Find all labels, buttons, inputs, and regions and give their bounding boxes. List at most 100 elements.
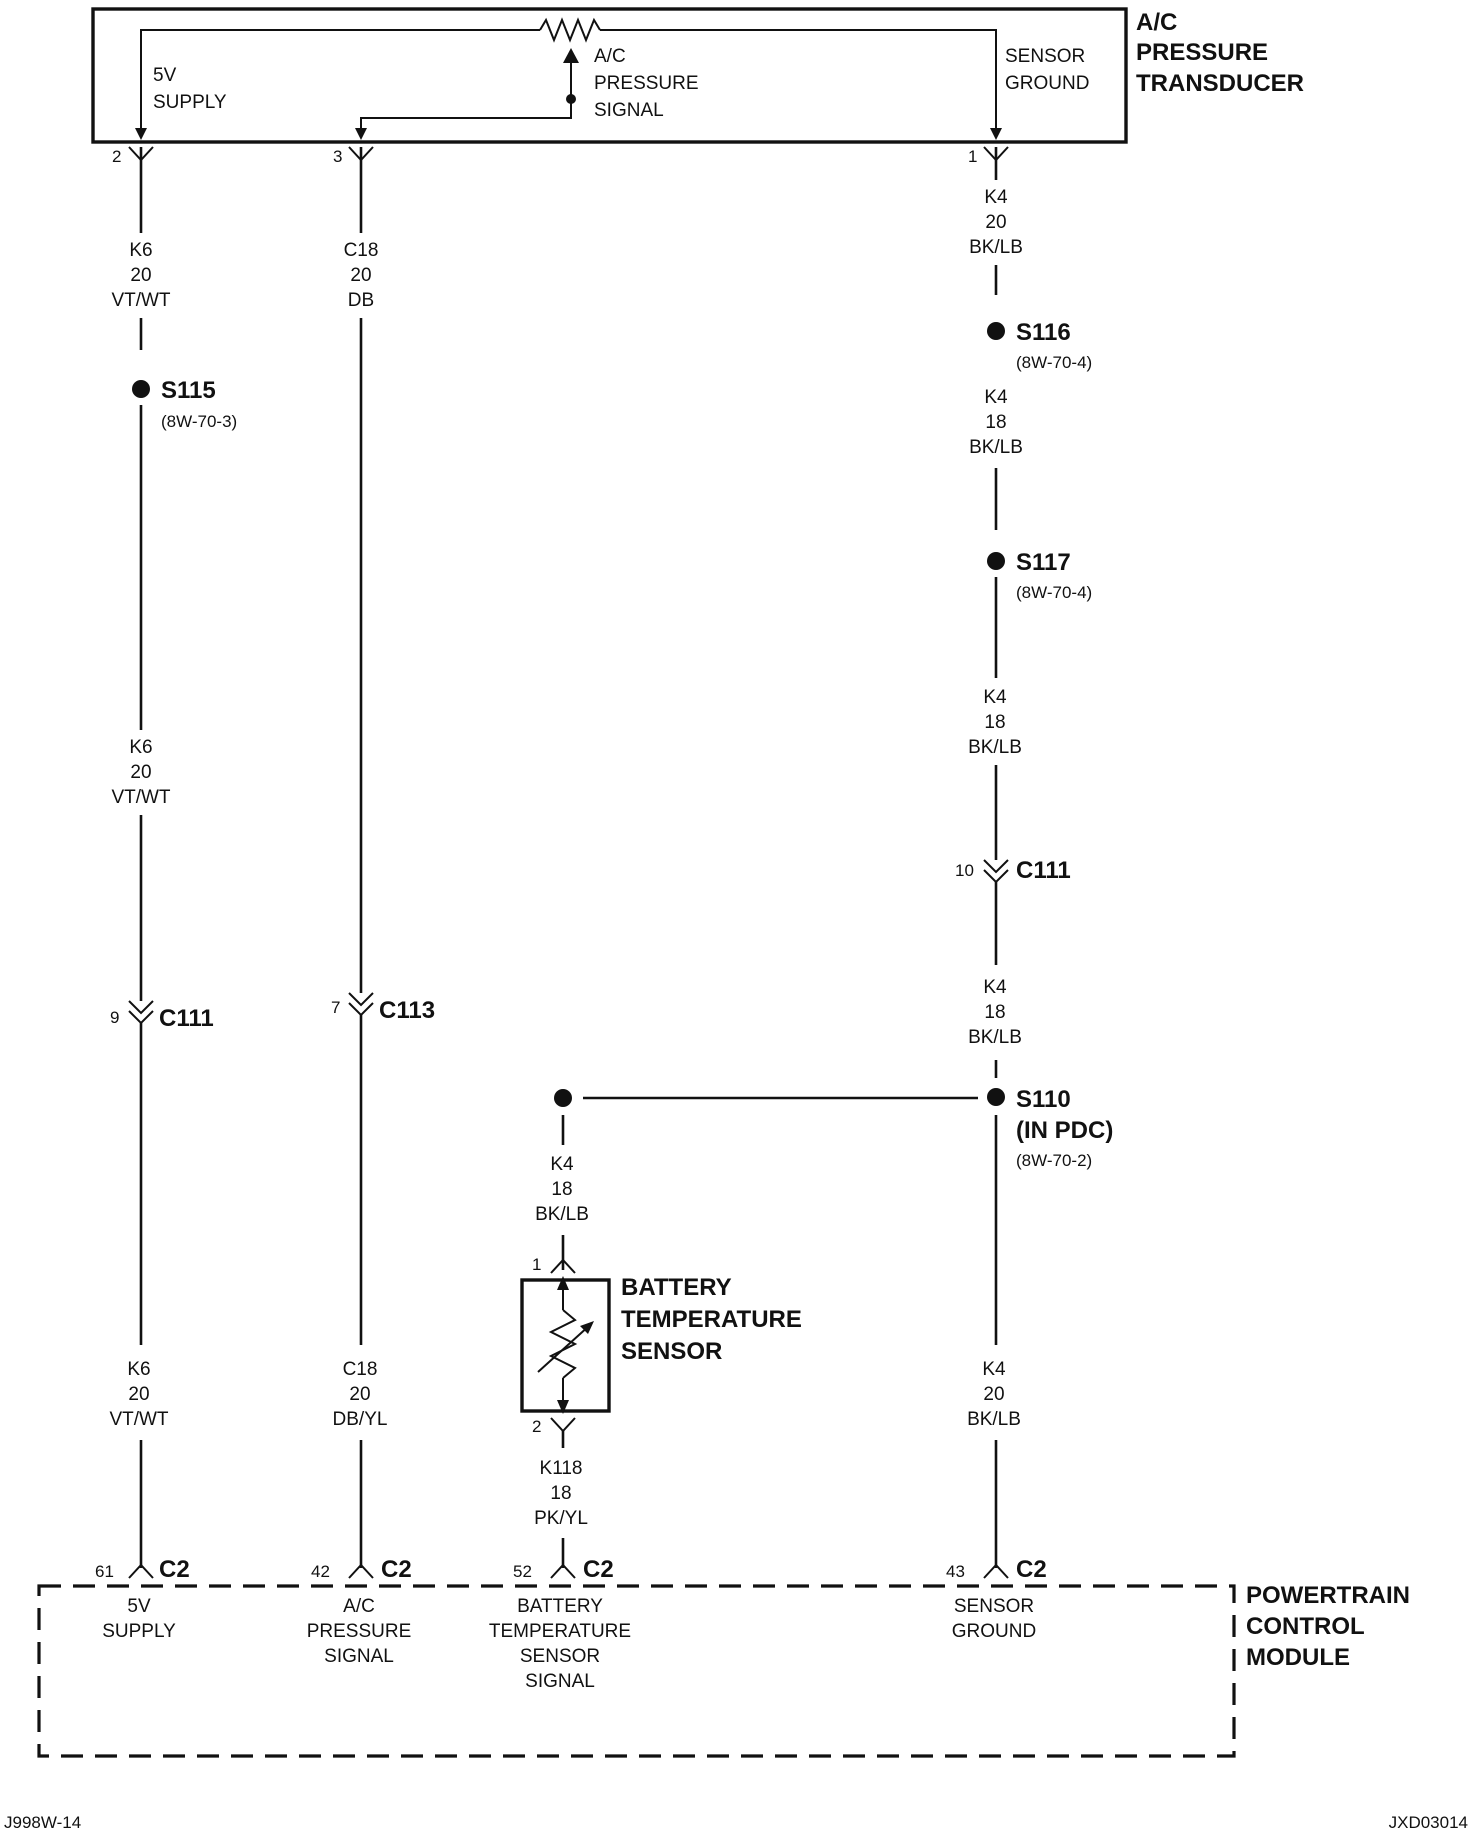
label-signal: SIGNAL: [594, 100, 664, 121]
pcm-label: PRESSURE: [307, 1621, 412, 1642]
wire-label: 18: [985, 412, 1006, 433]
c2-connector-icon: [128, 1563, 154, 1579]
wire-label: 20: [985, 212, 1006, 233]
variable-arrow-icon: [580, 1321, 594, 1334]
wire-k6: K6 20 VT/WT S115 (8W-70-3) K6 20 VT/WT 9…: [109, 147, 237, 1568]
wire-label: C18: [344, 240, 379, 261]
c111-connector-icon: [128, 1000, 154, 1015]
pcm-conn: C2: [159, 1556, 190, 1583]
splice-s110-dot: [987, 1088, 1005, 1106]
thermistor-resistor-icon: [548, 1309, 578, 1379]
wire-label: K6: [127, 1359, 150, 1380]
sensor-pin-1-connector-icon: [550, 1258, 576, 1274]
powertrain-control-module: 5V SUPPLY A/C PRESSURE SIGNAL BATTERY TE…: [37, 1582, 1410, 1758]
pin-1-label: 1: [968, 147, 977, 166]
splice-s110-note: (IN PDC): [1016, 1117, 1113, 1144]
arrow-down-icon: [135, 128, 147, 140]
pin-3-label: 3: [333, 147, 342, 166]
arrow-down-icon: [557, 1400, 569, 1414]
c113-name: C113: [379, 997, 435, 1024]
pcm-label: GROUND: [952, 1621, 1036, 1642]
c111-right-pin: 10: [955, 861, 974, 880]
wire-label: PK/YL: [534, 1508, 588, 1529]
pcm-title-line2: CONTROL: [1246, 1613, 1365, 1640]
pcm-pin: 42: [311, 1562, 330, 1581]
transducer-pins: 2 3 1: [112, 146, 1009, 166]
wire-label: K6: [129, 240, 152, 261]
wire-label: VT/WT: [111, 290, 170, 311]
battery-sensor-box: [520, 1278, 611, 1413]
wire-label: K4: [984, 387, 1008, 408]
splice-s115-dot: [132, 380, 150, 398]
splice-s116-dot: [987, 322, 1005, 340]
pcm-conn: C2: [583, 1556, 614, 1583]
c111-left-name: C111: [159, 1005, 214, 1032]
arrow-down-icon: [990, 128, 1002, 140]
label-ac: A/C: [594, 46, 626, 67]
wire-label: BK/LB: [969, 237, 1023, 258]
battery-sensor-title-line2: TEMPERATURE: [621, 1306, 802, 1333]
label-sensor: SENSOR: [1005, 46, 1085, 67]
variable-arrow-line: [537, 1324, 591, 1373]
pcm-label: A/C: [343, 1596, 375, 1617]
wire-label: 20: [350, 265, 371, 286]
transducer-box: [91, 7, 1128, 144]
wire-label: K4: [983, 977, 1007, 998]
sensor-pin-2-connector-icon: [550, 1417, 576, 1433]
splice-s115-name: S115: [161, 377, 216, 404]
label-pressure: PRESSURE: [594, 73, 699, 94]
pcm-label: SIGNAL: [324, 1646, 394, 1667]
wire-label: K118: [540, 1458, 583, 1479]
pin-2-label: 2: [112, 147, 121, 166]
battery-temperature-sensor: BATTERY TEMPERATURE SENSOR 2 K118 18 PK/…: [520, 1274, 802, 1568]
ac-pressure-transducer: 5V SUPPLY A/C PRESSURE SIGNAL SENSOR GRO…: [91, 7, 1304, 144]
pcm-label: 5V: [127, 1596, 151, 1617]
wire-label: C18: [343, 1359, 378, 1380]
pcm-label: SUPPLY: [102, 1621, 176, 1642]
wire-label: 18: [550, 1483, 571, 1504]
pcm-connectors: 61 C2 42 C2 52 C2 43 C2: [95, 1556, 1047, 1583]
transducer-5v-trace: [140, 29, 540, 132]
wire-k4: K4 20 BK/LB S116 (8W-70-4) K4 18 BK/LB S…: [955, 147, 1113, 1568]
wire-label: 20: [983, 1384, 1004, 1405]
wire-label: K4: [982, 1359, 1006, 1380]
wire-label: VT/WT: [111, 787, 170, 808]
arrow-up-icon: [557, 1276, 569, 1290]
wire-label: VT/WT: [109, 1409, 168, 1430]
splice-s115-ref: (8W-70-3): [161, 412, 237, 431]
c2-connector-icon: [348, 1563, 374, 1579]
sensor-pin-2: 2: [532, 1417, 541, 1436]
label-ground: GROUND: [1005, 73, 1089, 94]
transducer-resistor-symbol: [539, 17, 601, 43]
c111-right-name: C111: [1016, 857, 1071, 884]
c2-connector-icon: [550, 1563, 576, 1579]
splice-s116-name: S116: [1016, 319, 1071, 346]
c113-pin: 7: [331, 998, 340, 1017]
transducer-title-line1: A/C: [1136, 9, 1177, 36]
pcm-pin: 52: [513, 1562, 532, 1581]
pcm-conn: C2: [381, 1556, 412, 1583]
wire-label: K6: [129, 737, 152, 758]
wire-k4-branch: K4 18 BK/LB 1: [532, 1089, 978, 1274]
sensor-pin-1: 1: [532, 1255, 541, 1274]
pcm-box: [37, 1584, 1236, 1758]
wire-label: 20: [349, 1384, 370, 1405]
wire-label: 20: [130, 762, 151, 783]
splice-s117-name: S117: [1016, 549, 1071, 576]
pcm-title-line1: POWERTRAIN: [1246, 1582, 1410, 1609]
footer-left-code: J998W-14: [4, 1813, 81, 1832]
wire-label: 20: [130, 265, 151, 286]
pcm-conn: C2: [1016, 1556, 1047, 1583]
transducer-title-line3: TRANSDUCER: [1136, 70, 1304, 97]
wire-label: K4: [984, 187, 1008, 208]
wire-label: BK/LB: [967, 1409, 1021, 1430]
c2-connector-icon: [983, 1563, 1009, 1579]
splice-s110-name: S110: [1016, 1086, 1071, 1113]
pcm-label: SENSOR: [954, 1596, 1034, 1617]
pcm-title-line3: MODULE: [1246, 1644, 1350, 1671]
pcm-pin: 43: [946, 1562, 965, 1581]
pcm-label: BATTERY: [517, 1596, 603, 1617]
arrow-down-icon: [355, 128, 367, 140]
label-supply: SUPPLY: [153, 92, 227, 113]
